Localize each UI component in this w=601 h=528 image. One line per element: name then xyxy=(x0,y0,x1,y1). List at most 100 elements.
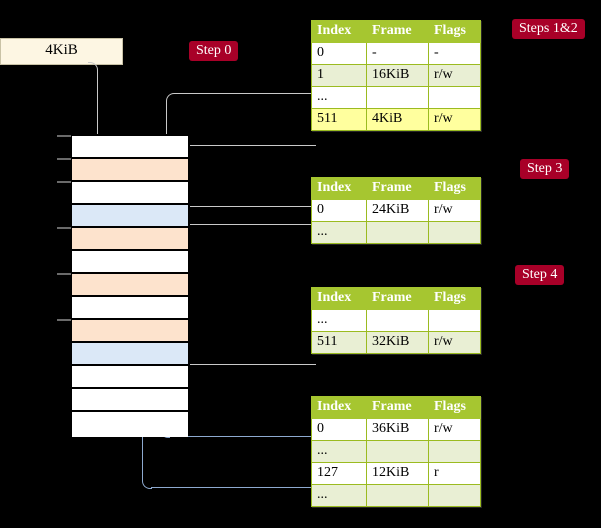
table-cell-index: 0 xyxy=(311,42,367,65)
table-cell-frame: 16KiB xyxy=(366,64,429,87)
memory-row xyxy=(72,366,188,389)
memory-row xyxy=(72,205,188,228)
column-header-flags: Flags xyxy=(428,20,481,43)
column-header-index: Index xyxy=(311,20,367,43)
column-header-flags: Flags xyxy=(428,287,481,310)
connector-step0-vertical xyxy=(97,71,98,146)
table-cell-flags: r/w xyxy=(428,331,481,354)
table-cell-index: 0 xyxy=(311,199,367,222)
column-header-index: Index xyxy=(311,396,367,419)
badge-steps-1-2-label: Steps 1&2 xyxy=(519,21,578,36)
column-header-frame: Frame xyxy=(366,177,429,200)
memory-tick xyxy=(57,319,71,321)
table-cell-frame: 12KiB xyxy=(366,462,429,485)
table-cell-index: 511 xyxy=(311,331,367,354)
table-cell-frame xyxy=(366,221,429,244)
table-row: 0-- xyxy=(311,42,481,65)
memory-row xyxy=(72,343,188,366)
connector-t1r1-horizontal xyxy=(176,93,316,94)
memory-row xyxy=(72,159,188,182)
table-cell-flags xyxy=(428,309,481,332)
memory-tick xyxy=(57,227,71,229)
table-row: ... xyxy=(311,309,481,332)
memory-row xyxy=(72,320,188,343)
connector-blue-horizontal-a xyxy=(169,436,316,437)
column-header-frame: Frame xyxy=(366,396,429,419)
memory-row xyxy=(72,182,188,205)
table-cell-flags: - xyxy=(428,42,481,65)
table-cell-index: 511 xyxy=(311,108,367,131)
source-frame-label: 4KiB xyxy=(45,42,78,58)
memory-tick xyxy=(57,181,71,183)
memory-tick xyxy=(57,135,71,137)
memory-row xyxy=(72,412,188,437)
table-cell-index: ... xyxy=(311,221,367,244)
badge-step-3: Step 3 xyxy=(520,159,570,179)
table-cell-frame: 4KiB xyxy=(366,108,429,131)
memory-row xyxy=(72,251,188,274)
badge-step-0: Step 0 xyxy=(189,41,239,61)
table-row: ... xyxy=(311,484,481,507)
badge-step-4-label: Step 4 xyxy=(522,267,558,282)
memory-row xyxy=(72,274,188,297)
table-cell-index: 1 xyxy=(311,64,367,87)
source-frame-box: 4KiB xyxy=(0,38,123,65)
table-cell-index: ... xyxy=(311,309,367,332)
table-cell-frame xyxy=(366,86,429,109)
memory-row xyxy=(72,297,188,320)
memory-row xyxy=(72,136,188,159)
memory-tick xyxy=(57,158,71,160)
connector-t2r0-horizontal xyxy=(190,224,316,225)
table-cell-frame xyxy=(366,440,429,463)
table-row: ... xyxy=(311,221,481,244)
table-cell-flags: r xyxy=(428,462,481,485)
table-cell-index: 0 xyxy=(311,418,367,441)
table-cell-flags xyxy=(428,440,481,463)
connector-corner xyxy=(88,62,98,72)
column-header-index: Index xyxy=(311,287,367,310)
memory-tick xyxy=(57,273,71,275)
connector-t1r511-horizontal xyxy=(190,145,316,146)
table-cell-frame xyxy=(366,484,429,507)
table-row: ... xyxy=(311,440,481,463)
table-cell-frame: 32KiB xyxy=(366,331,429,354)
table-cell-index: ... xyxy=(311,86,367,109)
column-header-index: Index xyxy=(311,177,367,200)
table-cell-flags: r/w xyxy=(428,64,481,87)
table-cell-flags xyxy=(428,484,481,507)
badge-step-0-label: Step 0 xyxy=(196,43,232,58)
table-cell-frame: 24KiB xyxy=(366,199,429,222)
table-cell-flags: r/w xyxy=(428,199,481,222)
table-row: ... xyxy=(311,86,481,109)
table-cell-index: ... xyxy=(311,484,367,507)
connector-t1r1-vertical xyxy=(166,102,167,146)
connector-corner xyxy=(142,479,152,489)
column-header-frame: Frame xyxy=(366,20,429,43)
table-cell-flags xyxy=(428,86,481,109)
connector-step3-top xyxy=(179,206,316,207)
connector-corner xyxy=(166,93,176,103)
table-cell-flags xyxy=(428,221,481,244)
memory-row xyxy=(72,228,188,251)
column-header-flags: Flags xyxy=(428,177,481,200)
table-cell-flags: r/w xyxy=(428,418,481,441)
table-cell-frame: 36KiB xyxy=(366,418,429,441)
physical-memory-grid xyxy=(70,134,190,437)
connector-t3r511-horizontal xyxy=(190,364,316,365)
table-cell-frame: - xyxy=(366,42,429,65)
memory-row xyxy=(72,389,188,412)
